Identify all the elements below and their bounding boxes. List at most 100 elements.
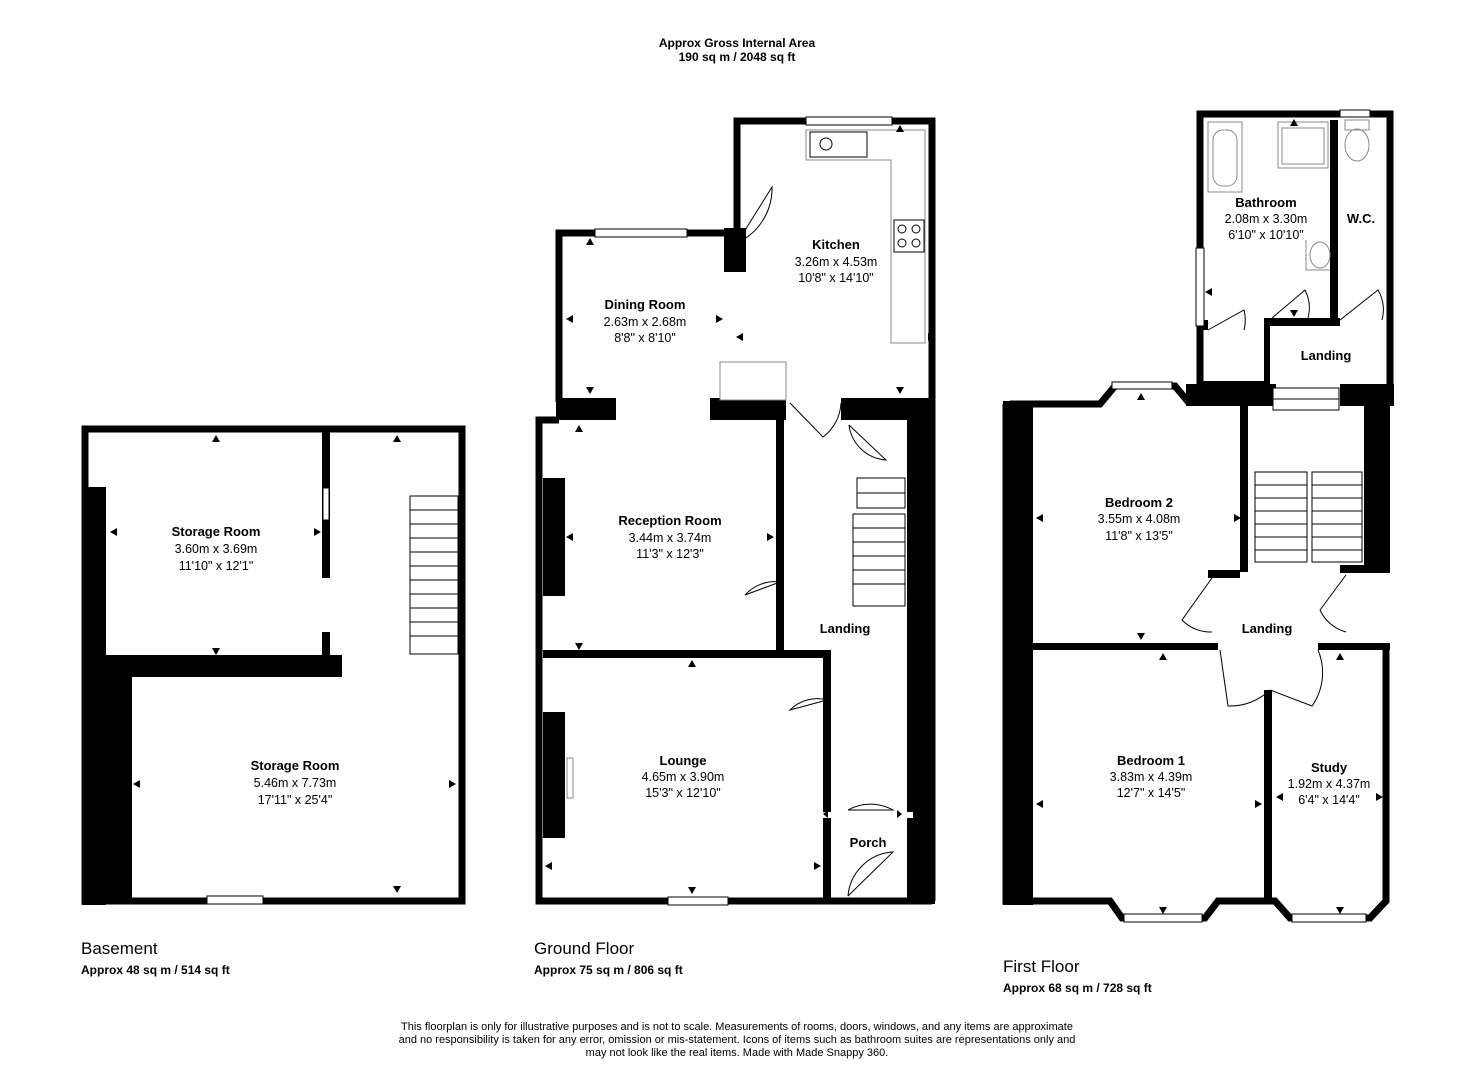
disclaimer-line-2: and no responsibility is taken for any e… <box>398 1034 1076 1046</box>
gross-internal-area: Approx Gross Internal Area 190 sq m / 20… <box>0 36 1474 64</box>
basement-dividing-wall <box>106 655 342 677</box>
storage-room-lower-metric: 5.46m x 7.73m <box>254 776 337 790</box>
first-floor-west-thick-wall <box>1003 465 1033 905</box>
bathroom-imperial: 6'10" x 10'10" <box>1228 228 1304 242</box>
bedroom-1-name: Bedroom 1 <box>1117 753 1185 768</box>
basement-window-internal <box>322 487 330 521</box>
bedroom-1-metric: 3.83m x 4.39m <box>1110 770 1193 784</box>
lounge-imperial: 15'3" x 12'10" <box>645 786 721 800</box>
landing-nib-right <box>1340 565 1390 573</box>
first-floor-corner-wall <box>1003 401 1033 467</box>
study-imperial: 6'4" x 14'4" <box>1298 793 1360 807</box>
bedroom-2-metric: 3.55m x 4.08m <box>1098 512 1181 526</box>
basement-partition-stub <box>322 632 330 657</box>
hob-icon <box>893 219 925 253</box>
ground-floor-caption: Ground Floor Approx 75 sq m / 806 sq ft <box>534 939 683 977</box>
kitchen-worktop <box>805 129 926 344</box>
disclaimer-line-3: may not look like the real items. Made w… <box>585 1047 889 1059</box>
kitchen-sink <box>809 131 868 158</box>
basement-stairs <box>409 495 459 655</box>
reception-hall-wall <box>776 420 784 656</box>
bathroom-fixtures <box>1207 119 1370 271</box>
reception-room-name: Reception Room <box>618 513 721 528</box>
kitchen-name: Kitchen <box>812 237 860 252</box>
reception-room-metric: 3.44m x 3.74m <box>629 531 712 545</box>
dining-room-name: Dining Room <box>605 297 686 312</box>
storage-room-lower-imperial: 17'11" x 25'4" <box>258 793 333 807</box>
bedroom-1-imperial: 12'7" x 14'5" <box>1117 786 1186 800</box>
bedroom-2-imperial: 11'8" x 13'5" <box>1105 529 1173 543</box>
basement-caption: Basement Approx 48 sq m / 514 sq ft <box>81 939 230 977</box>
bedroom-dividing-wall <box>1032 643 1218 650</box>
ground-dimension-arrows <box>545 125 935 894</box>
first-floor-windows <box>1111 109 1371 923</box>
gross-area-title: Approx Gross Internal Area <box>658 36 816 50</box>
basement-thick-wall <box>82 487 106 905</box>
basement-plan <box>81 425 466 905</box>
lounge-name: Lounge <box>660 753 707 768</box>
bedroom-2-name: Bedroom 2 <box>1105 495 1173 510</box>
ground-floor-plan <box>535 116 936 906</box>
upper-landing-name: Landing <box>1301 348 1352 363</box>
first-floor-stairs <box>1254 471 1363 563</box>
bathroom-wc-walls <box>1196 110 1394 388</box>
ground-windows <box>594 116 893 906</box>
first-floor-dimension-arrows <box>1036 119 1383 914</box>
basement-area: Approx 48 sq m / 514 sq ft <box>81 963 230 977</box>
stair-side-wall <box>1364 404 1390 572</box>
basement-title: Basement <box>81 939 158 958</box>
first-floor-area: Approx 68 sq m / 728 sq ft <box>1003 981 1152 995</box>
ground-stairs <box>852 477 906 607</box>
first-floor-title: First Floor <box>1003 957 1080 976</box>
wc-name: W.C. <box>1347 211 1375 226</box>
lounge-radiator <box>566 757 574 799</box>
kitchen-unit <box>719 361 787 401</box>
first-floor-plan <box>1002 109 1394 923</box>
lounge-hall-wall <box>823 650 831 902</box>
study-north-wall <box>1318 643 1390 650</box>
bedroom1-outer-wall <box>1002 404 1265 922</box>
ground-doors <box>735 185 895 897</box>
ground-floor-title: Ground Floor <box>534 939 635 958</box>
study-metric: 1.92m x 4.37m <box>1288 777 1371 791</box>
dining-reception-wall-right <box>710 398 786 420</box>
basement-window <box>206 895 264 905</box>
study-name: Study <box>1311 760 1348 775</box>
storage-room-upper-name: Storage Room <box>172 524 261 539</box>
reception-fireplace <box>543 478 565 596</box>
landing-upper-wall <box>1340 384 1394 406</box>
basement-dimension-arrows <box>110 435 456 893</box>
landing-top-wall <box>1264 318 1340 326</box>
lounge-fireplace <box>543 712 565 838</box>
chimney-breast <box>724 228 746 272</box>
dining-room-metric: 2.63m x 2.68m <box>604 315 687 329</box>
bedroom2-east-wall <box>1240 404 1248 572</box>
bathroom-metric: 2.08m x 3.30m <box>1225 212 1308 226</box>
kitchen-imperial: 10'8" x 14'10" <box>798 271 874 285</box>
kitchen-metric: 3.26m x 4.53m <box>795 255 878 269</box>
reception-room-imperial: 11'3" x 12'3" <box>636 547 704 561</box>
disclaimer: This floorplan is only for illustrative … <box>360 1021 1114 1060</box>
bathroom-name: Bathroom <box>1235 195 1296 210</box>
storage-room-upper-imperial: 11'10" x 12'1" <box>179 559 254 573</box>
first-floor-doors <box>1181 289 1384 707</box>
basement-thick-wall-lower <box>106 655 132 903</box>
porch-name: Porch <box>850 835 887 850</box>
ground-outer-walls <box>535 416 932 905</box>
dining-room-imperial: 8'8" x 8'10" <box>614 331 676 345</box>
gross-area-value: 190 sq m / 2048 sq ft <box>678 50 796 64</box>
first-landing-name: Landing <box>1242 621 1293 636</box>
kitchen-hall-wall <box>841 398 935 420</box>
dining-reception-wall-left <box>556 398 616 420</box>
reception-lounge-wall <box>543 650 831 658</box>
cupboard-base <box>1200 381 1268 387</box>
landing-nib-left <box>1208 570 1240 578</box>
sink-bowl-icon <box>819 137 833 151</box>
ground-landing-name: Landing <box>820 621 871 636</box>
storage-room-lower-name: Storage Room <box>251 758 340 773</box>
bathroom-wc-partition <box>1330 120 1338 320</box>
first-floor-caption: First Floor Approx 68 sq m / 728 sq ft <box>1003 957 1152 995</box>
disclaimer-line-1: This floorplan is only for illustrative … <box>401 1021 1073 1033</box>
porch-opening <box>823 812 913 818</box>
